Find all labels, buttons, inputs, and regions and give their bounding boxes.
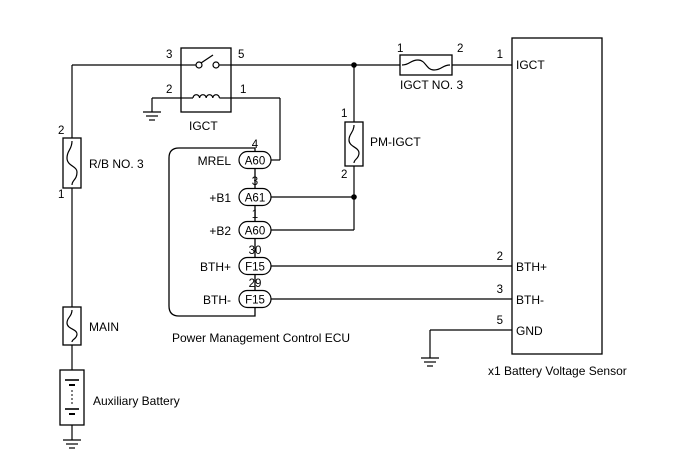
wires [71, 64, 512, 440]
ground-icon [63, 439, 81, 449]
battery-label: Auxiliary Battery [93, 394, 180, 408]
ecu-pin-name: MREL [198, 154, 232, 168]
ground-icon [143, 111, 161, 121]
pin-number: 3 [497, 284, 503, 296]
pin-number: 2 [497, 251, 503, 263]
relay-pin-2: 2 [166, 84, 172, 96]
igct3-pin-1: 1 [397, 43, 403, 55]
connector-pill [238, 220, 272, 240]
connector-pill [238, 150, 272, 170]
pin-number: 3 [252, 176, 258, 188]
igct-no3-fuse [399, 54, 453, 76]
relay-label: IGCT [189, 119, 218, 133]
ecu-box [168, 147, 256, 317]
sensor-pin-name: BTH+ [516, 260, 547, 274]
main-fuse-label: MAIN [89, 320, 119, 334]
battery-icon [59, 369, 85, 426]
pin-number: 29 [249, 278, 262, 290]
sensor-label: x1 Battery Voltage Sensor [488, 364, 627, 378]
ecu-pin-bth-minus: BTH- F15 29 [203, 278, 272, 309]
igct-relay [180, 47, 232, 113]
pm-pin-1: 1 [341, 108, 347, 120]
ecu-pin-b2: +B2 A60 1 [209, 209, 272, 240]
junction-dot [351, 194, 357, 200]
pin-number: 5 [497, 315, 503, 327]
connector-pill [238, 256, 272, 276]
connector-pill [238, 289, 272, 309]
connector-code: F15 [245, 262, 265, 274]
pm-igct-fuse-label: PM-IGCT [370, 135, 421, 149]
ground-icon [421, 357, 439, 367]
sensor-pin-name: GND [516, 324, 543, 338]
ecu-pin-name: BTH+ [200, 260, 231, 274]
ecu-pin-name: +B1 [209, 191, 231, 205]
pm-igct-fuse [344, 121, 364, 167]
pin-number: 1 [252, 209, 258, 221]
connector-code: F15 [245, 295, 265, 307]
junction-dot [351, 62, 357, 68]
ecu-pin-bth-plus: BTH+ F15 30 [200, 245, 272, 276]
pm-pin-2: 2 [341, 169, 347, 181]
igct3-fuse-label: IGCT NO. 3 [400, 78, 463, 92]
ecu-pin-b1: +B1 A61 3 [209, 176, 272, 207]
sensor-pin-bth-plus: BTH+ 2 [497, 251, 547, 274]
relay-pin-1: 1 [240, 84, 246, 96]
main-fuse [62, 306, 82, 346]
sensor-pin-bth-minus: BTH- 3 [497, 284, 544, 307]
igct3-pin-2: 2 [457, 43, 463, 55]
relay-pin-5: 5 [238, 49, 244, 61]
sensor-box [511, 37, 603, 355]
rb-fuse-label: R/B NO. 3 [89, 157, 144, 171]
sensor-pin-igct: IGCT 1 [497, 49, 546, 72]
pin-number: 1 [497, 49, 503, 61]
ecu-pin-name: BTH- [203, 293, 231, 307]
connector-pill [238, 187, 272, 207]
pin-number: 4 [252, 139, 259, 151]
relay-pin-3: 3 [166, 49, 172, 61]
ecu-pin-mrel: MREL A60 4 [198, 139, 272, 170]
connector-code: A61 [245, 193, 265, 205]
sensor-pin-name: IGCT [516, 58, 545, 72]
rb-pin-2: 2 [58, 125, 64, 137]
connector-code: A60 [245, 226, 265, 238]
sensor-pin-gnd: GND 5 [497, 315, 543, 338]
ecu-pin-name: +B2 [209, 224, 231, 238]
rb-pin-1: 1 [58, 189, 64, 201]
ecu-label: Power Management Control ECU [172, 331, 350, 345]
rb-no3-fuse [62, 137, 82, 189]
sensor-pin-name: BTH- [516, 293, 544, 307]
connector-code: A60 [245, 156, 265, 168]
pin-number: 30 [249, 245, 262, 257]
